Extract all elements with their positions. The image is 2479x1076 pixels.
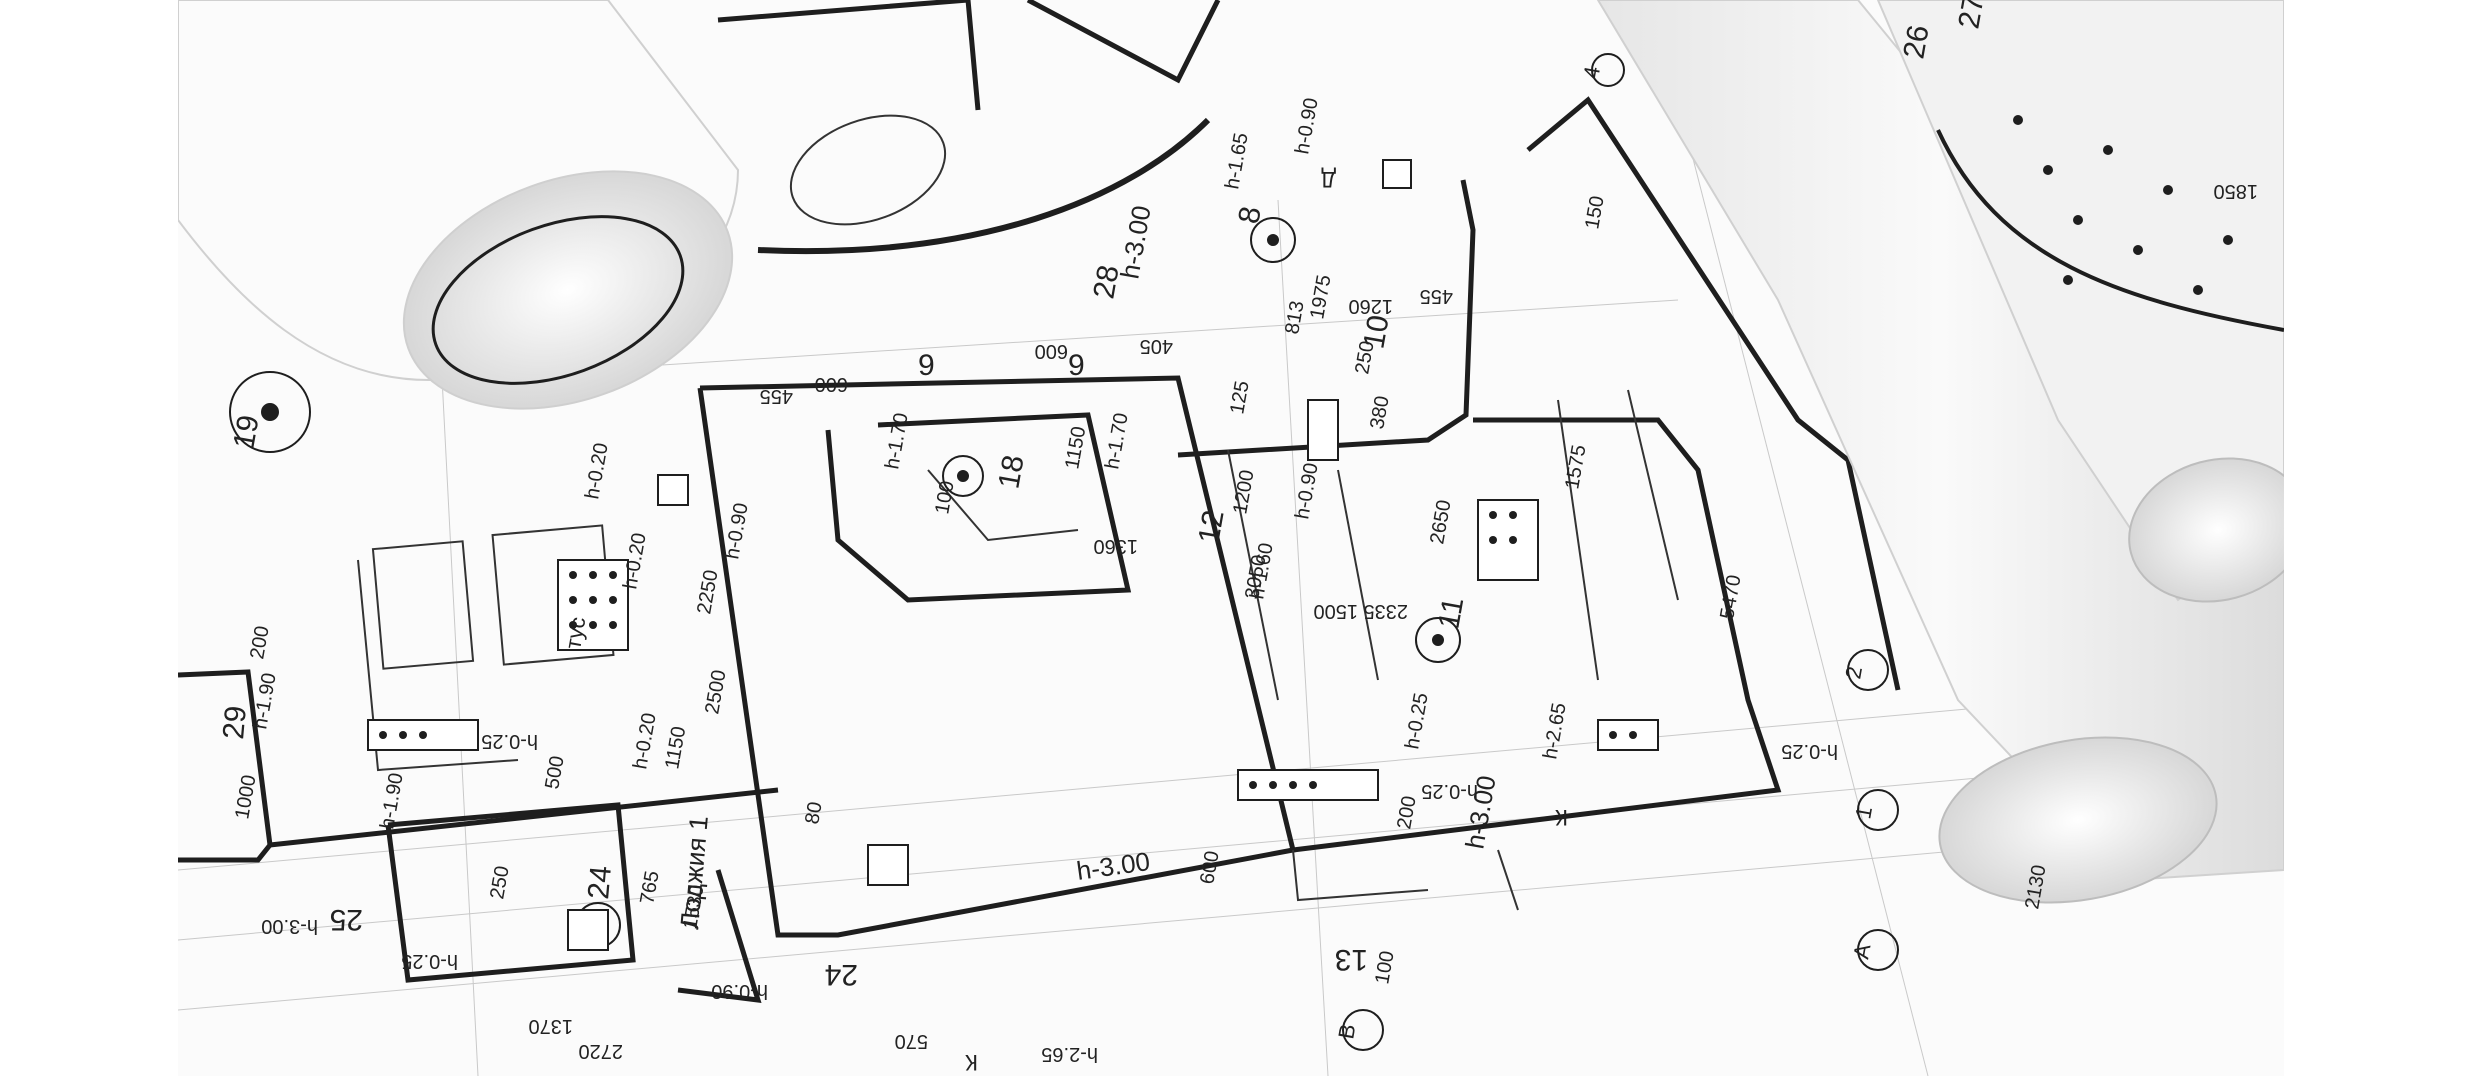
dim-12: 2335 xyxy=(1364,600,1409,622)
dim-3: 405 xyxy=(1140,335,1173,357)
marker-numbers: 29 24 24 13 18 9 9 12 11 10 8 19 28 25 2… xyxy=(217,0,1991,991)
height-025-b: h-0.25 xyxy=(1421,780,1478,802)
dim-14: 1500 xyxy=(1314,600,1359,622)
dim-33: 570 xyxy=(895,1030,928,1052)
dim-2: 600 xyxy=(1035,340,1068,362)
marker-24b: 24 xyxy=(825,958,858,991)
marker-25: 25 xyxy=(330,903,363,936)
marker-19: 19 xyxy=(227,413,265,452)
axis-1: 1 xyxy=(1850,804,1877,820)
dim-31: 1370 xyxy=(529,1015,574,1037)
axis-4: 4 xyxy=(1578,64,1605,80)
socket-dots xyxy=(379,511,1637,789)
code-cyr1: тус xyxy=(560,615,590,651)
blueprint-photo: Лоджия 1 h-3.00 h-3.00 h-3.00 h-0.90 h-2… xyxy=(178,0,2284,1076)
dim-16: 1360 xyxy=(1094,535,1139,557)
height-025-c: h-0.25 xyxy=(1781,740,1838,762)
marker-18: 18 xyxy=(992,453,1030,492)
marker-9b: 9 xyxy=(1068,349,1085,382)
dim-6: 1260 xyxy=(1349,295,1394,317)
marker-29: 29 xyxy=(217,704,253,740)
marker-11: 11 xyxy=(1432,595,1470,631)
marker-10: 10 xyxy=(1357,313,1395,352)
blueprint-drawing: Лоджия 1 h-3.00 h-3.00 h-3.00 h-0.90 h-2… xyxy=(178,0,2284,1076)
code-k2: К xyxy=(1555,805,1568,830)
dim-32: 2720 xyxy=(579,1040,624,1062)
marker-9: 9 xyxy=(918,349,935,382)
marker-13: 13 xyxy=(1335,943,1368,976)
walls xyxy=(178,0,1901,1003)
code-k1: К xyxy=(965,1050,978,1075)
dim-39: 1850 xyxy=(2214,180,2259,202)
marker-28: 28 xyxy=(1087,263,1125,302)
height-loggia-025: h-0.25 xyxy=(401,950,458,972)
marker-8: 8 xyxy=(1232,204,1267,226)
axis-labels: A B 1 2 4 xyxy=(1333,64,1877,1040)
marker-27: 27 xyxy=(1952,0,1990,31)
axis-A: A xyxy=(1848,942,1875,961)
dim-34: 80 xyxy=(801,800,827,826)
height-bottom: h-2.65 xyxy=(1041,1043,1098,1065)
marker-24: 24 xyxy=(582,864,618,900)
axis-B: B xyxy=(1333,1022,1360,1041)
marker-12: 12 xyxy=(1192,508,1230,547)
rolled-sheet-left xyxy=(178,0,740,410)
dim-1: 455 xyxy=(760,385,793,407)
marker-26: 26 xyxy=(1897,23,1935,62)
code-d: Д xyxy=(1321,167,1336,192)
height-025-a: h-0.25 xyxy=(481,730,538,752)
dim-0: 600 xyxy=(815,373,848,395)
rolled-sheet-right xyxy=(1596,0,2284,904)
socket-symbols xyxy=(367,159,1659,951)
axis-2: 2 xyxy=(1840,664,1867,680)
dim-7: 455 xyxy=(1420,285,1453,307)
interior-lines xyxy=(357,114,1679,911)
height-loggia: h-0.90 xyxy=(711,980,768,1002)
height-left-300: h-3.00 xyxy=(261,915,318,937)
code-letters: К К Д тус xyxy=(560,167,1568,1075)
